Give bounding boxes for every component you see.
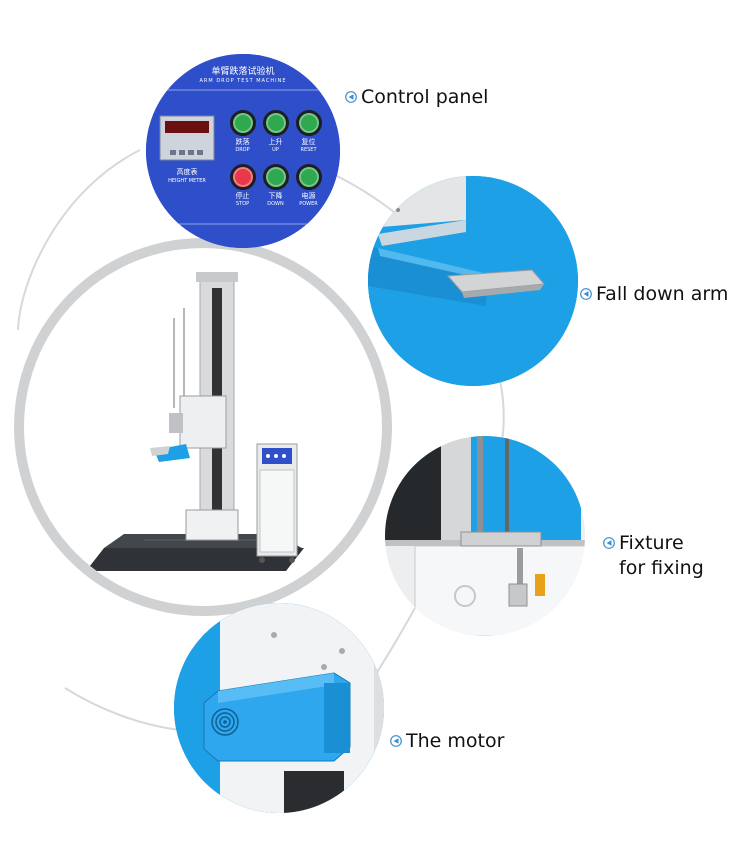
panel-button-label-cn: 上升 (268, 138, 283, 146)
fixture-circle (385, 436, 585, 636)
panel-button-label-en: STOP (235, 201, 250, 207)
panel-button-label-cn: 复位 (301, 138, 316, 146)
motor-circle (174, 603, 384, 813)
panel-button-label-en: RESET (300, 147, 317, 153)
panel-button-label-cn: 停止 (235, 192, 250, 200)
machine-overview-circle (14, 238, 392, 616)
motor-box-mini (185, 509, 239, 541)
fan-grille-icon (211, 708, 239, 736)
panel-button-knob (262, 164, 289, 190)
panel-title-en: ARM DROP TEST MACHINE (199, 78, 287, 84)
speaker-play-icon (345, 91, 357, 103)
label-motor-text: The motor (406, 730, 505, 752)
fall-down-arm-illustration (368, 176, 578, 386)
label-control-panel: Control panel (345, 85, 488, 110)
panel-button-label-en: UP (272, 147, 279, 153)
speaker-play-icon (580, 288, 592, 300)
fall-down-arm-circle (368, 176, 578, 386)
panel-title-cn: 单臂跌落试验机 (211, 67, 275, 77)
fixture-illustration (385, 436, 585, 636)
height-meter-label-cn: 高度表 (176, 168, 198, 176)
panel-button-knob (229, 164, 256, 190)
panel-button-label-en: DROP (235, 147, 250, 153)
panel-button-label-cn: 下降 (268, 192, 283, 200)
panel-button-knob (262, 110, 289, 136)
panel-button-knob (295, 110, 322, 136)
machine-carriage (179, 395, 227, 449)
speaker-play-icon (390, 735, 402, 747)
machine-base-platform (86, 548, 304, 571)
control-panel-illustration (146, 54, 340, 248)
panel-button-label-cn: 电源 (301, 192, 316, 200)
panel-button-label-en: DOWN (267, 201, 284, 207)
height-meter-label-en: HEIGHT METER (168, 178, 206, 184)
label-control-panel-text: Control panel (361, 86, 489, 108)
control-panel-circle: 单臂跌落试验机 ARM DROP TEST MACHINE 高度表 HEIGHT… (146, 54, 340, 248)
panel-button-knob (229, 110, 256, 136)
fixture-clamp (460, 531, 542, 547)
panel-button-label-en: POWER (299, 201, 318, 207)
motor-illustration (174, 603, 384, 813)
label-motor: The motor (390, 729, 504, 754)
label-fall-down-arm: Fall down arm (580, 282, 728, 307)
drop-test-machine-illustration (86, 272, 304, 571)
panel-button-knob (295, 164, 322, 190)
label-fixture-text: Fixture for fixing (619, 532, 704, 579)
panel-button-label-cn: 跌落 (235, 138, 250, 146)
label-fixture: Fixture for fixing (603, 531, 704, 581)
label-fall-down-arm-text: Fall down arm (596, 283, 729, 305)
speaker-play-icon (603, 537, 615, 549)
